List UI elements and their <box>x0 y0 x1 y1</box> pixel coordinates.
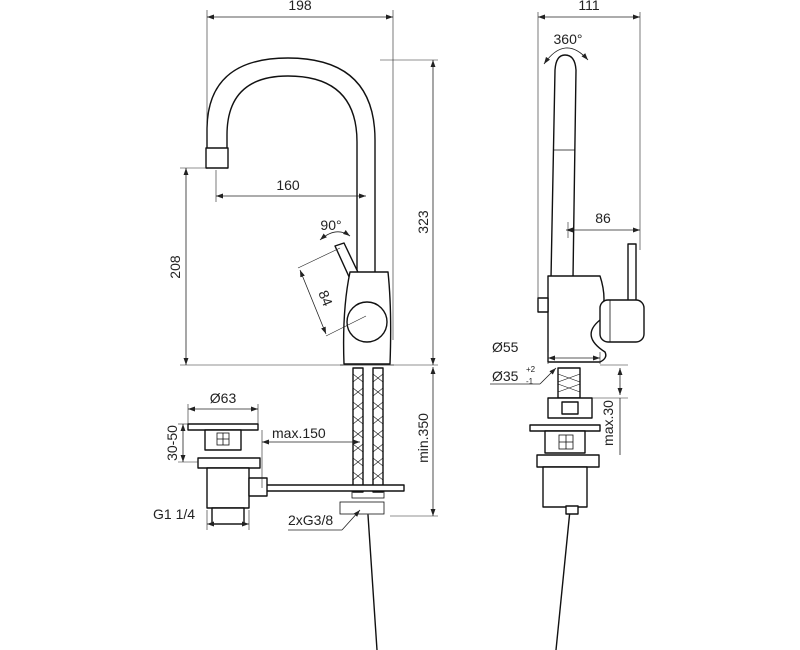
dim-lever-86: 86 <box>595 210 611 226</box>
spout-inner <box>226 75 358 276</box>
spout-body <box>206 57 376 276</box>
cartridge-cap <box>346 301 388 343</box>
side-aerator-knob <box>537 297 549 313</box>
waste-body <box>197 457 261 469</box>
spout-outlet <box>205 147 229 169</box>
dim-connections: 2xG3/8 <box>288 512 333 528</box>
front-view-dimensions: 198 160 323 208 90° 84 min.350 max.150 <box>153 0 438 531</box>
popup-rod <box>261 484 405 492</box>
dim-waste-diameter: Ø63 <box>210 390 237 406</box>
dim-width-198: 198 <box>288 0 312 13</box>
dim-waste-thread: G1 1/4 <box>153 506 195 522</box>
dim-swivel-360: 360° <box>554 31 583 47</box>
dim-depth-111: 111 <box>578 0 599 13</box>
waste-cross-icon <box>216 432 230 446</box>
dim-lever-angle-90: 90° <box>320 217 341 233</box>
side-pull-rod <box>555 509 571 650</box>
waste-flange <box>187 423 259 431</box>
dim-height-323: 323 <box>415 210 431 234</box>
dim-hole-diameter: Ø35 <box>492 368 519 384</box>
side-body <box>547 275 607 363</box>
side-lever <box>627 243 637 305</box>
dim-hole-tol-upper: +2 <box>526 365 536 374</box>
dim-spout-height-208: 208 <box>167 255 183 279</box>
dim-reach-160: 160 <box>276 177 300 193</box>
dim-min-350: min.350 <box>415 413 431 463</box>
front-view <box>187 57 405 650</box>
dim-base-diameter: Ø55 <box>492 339 519 355</box>
side-cartridge <box>599 299 645 343</box>
dim-waste-height: 30-50 <box>164 425 180 461</box>
side-waste-cross-icon <box>558 434 574 450</box>
popup-pull-rod <box>367 514 378 650</box>
dim-hole-tol-lower: -1 <box>526 377 534 386</box>
dim-lever-length-84: 84 <box>315 288 336 309</box>
side-view-dimensions: 111 360° 86 Ø55 Ø35 +2 -1 max.30 <box>490 0 641 455</box>
side-view <box>529 54 645 650</box>
dim-max-150: max.150 <box>272 425 326 441</box>
side-spout <box>550 54 577 279</box>
side-waste-flange <box>529 424 601 432</box>
dim-deck-max-30: max.30 <box>600 400 616 446</box>
